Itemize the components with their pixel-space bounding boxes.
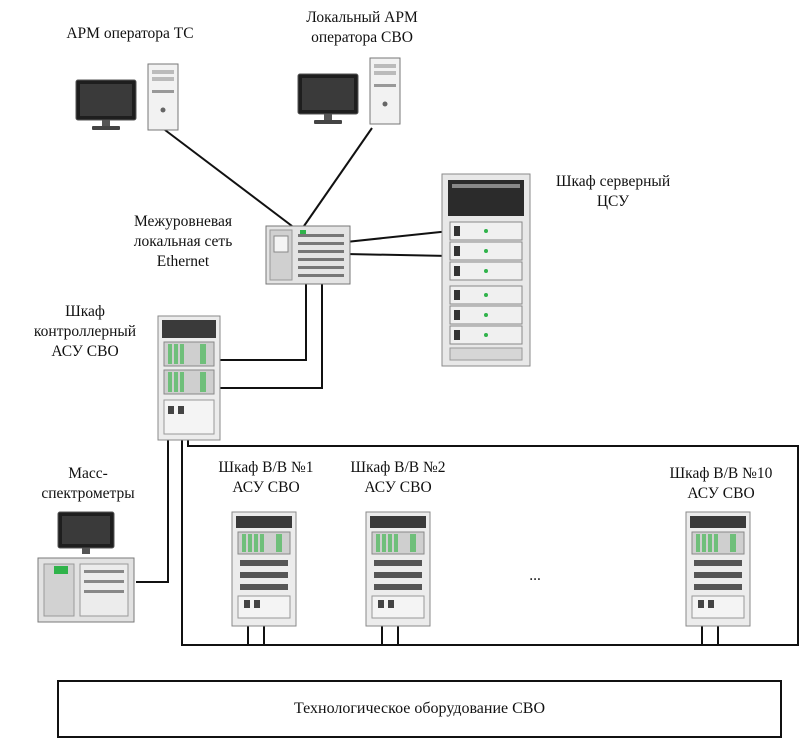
equipment-label: Технологическое оборудование СВО: [293, 700, 546, 717]
label-network: Межуровневая локальная сеть Ethernet: [108, 212, 258, 272]
label-io1-line2: АСУ СВО: [232, 479, 300, 496]
label-io10-line1: Шкаф В/В №10: [669, 465, 773, 482]
label-network-line1: Межуровневая: [133, 213, 233, 230]
label-io1: Шкаф В/В №1 АСУ СВО: [196, 458, 336, 498]
mass-spectrometer-icon: [37, 511, 135, 623]
label-arm-ts-text: АРМ оператора ТС: [66, 25, 194, 42]
label-mass-spec-line2: спектрометры: [41, 485, 135, 502]
wire-switch-server-2: [345, 253, 451, 257]
wire-io-bus-ring: [181, 420, 799, 646]
label-mass-spec-line1: Масс-: [68, 465, 108, 482]
label-arm-ts: АРМ оператора ТС: [40, 24, 220, 44]
io-cabinet-2-icon: [365, 511, 431, 627]
wire-switch-controller-2: [220, 282, 323, 389]
label-io10: Шкаф В/В №10 АСУ СВО: [646, 464, 796, 504]
ellipsis-more-cabinets: ...: [520, 566, 550, 586]
workstation-local-icon: [297, 57, 401, 125]
label-io2: Шкаф В/В №2 АСУ СВО: [328, 458, 468, 498]
ellipsis-text: ...: [529, 567, 541, 584]
label-local-arm-line2: оператора СВО: [311, 29, 413, 46]
label-local-arm: Локальный АРМ оператора СВО: [262, 8, 462, 48]
label-server-line2: ЦСУ: [596, 193, 630, 210]
network-switch-icon: [265, 225, 351, 285]
label-io2-line2: АСУ СВО: [364, 479, 432, 496]
label-network-line2: локальная сеть: [133, 233, 233, 250]
workstation-ts-icon: [75, 63, 179, 131]
io-cabinet-10-icon: [685, 511, 751, 627]
wire-controller-mass-spec: [136, 420, 169, 583]
label-controller-line2: контроллерный: [33, 323, 137, 340]
label-io1-line1: Шкаф В/В №1: [218, 459, 314, 476]
label-controller-line3: АСУ СВО: [51, 343, 119, 360]
label-controller-cabinet: Шкаф контроллерный АСУ СВО: [20, 302, 150, 362]
wire-arm-ts-switch: [164, 129, 293, 227]
server-cabinet-icon: [441, 173, 531, 367]
wire-switch-controller-1: [220, 282, 307, 361]
label-controller-line1: Шкаф: [65, 303, 105, 320]
label-server-cabinet: Шкаф серверный ЦСУ: [528, 172, 698, 212]
label-server-line1: Шкаф серверный: [555, 173, 671, 190]
equipment-box: Технологическое оборудование СВО: [57, 680, 782, 738]
label-network-line3: Ethernet: [156, 253, 210, 270]
io-cabinet-1-icon: [231, 511, 297, 627]
wire-local-arm-switch: [303, 127, 373, 227]
label-mass-spec: Масс- спектрометры: [28, 464, 148, 504]
wire-switch-server-1: [345, 230, 451, 243]
label-io10-line2: АСУ СВО: [687, 485, 755, 502]
label-local-arm-line1: Локальный АРМ: [306, 9, 418, 26]
label-io2-line1: Шкаф В/В №2: [350, 459, 446, 476]
controller-cabinet-icon: [157, 315, 221, 441]
